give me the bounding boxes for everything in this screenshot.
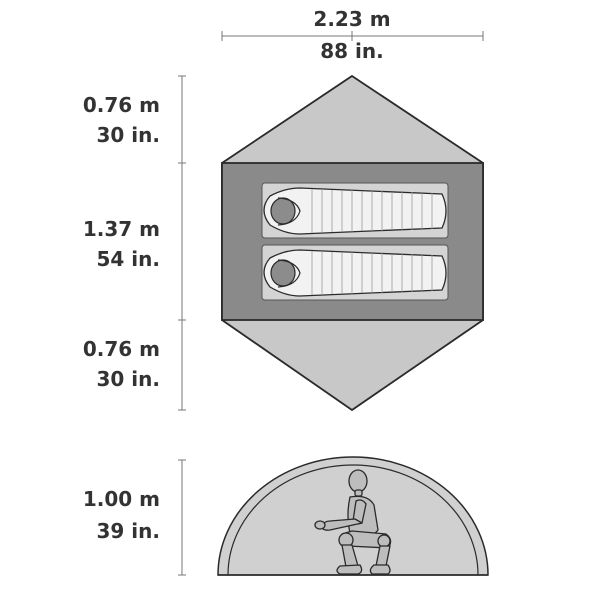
tent-floor-plan: [221, 74, 484, 412]
vestibule-top-imperial-label: 30 in.: [97, 123, 161, 147]
vestibule-top-metric-label: 0.76 m: [83, 93, 160, 117]
figure-neck: [354, 489, 363, 497]
sleeping-bag-hood: [277, 259, 301, 288]
sleeper-head: [270, 259, 296, 287]
floor-depth-imperial-label: 54 in.: [97, 247, 161, 271]
sleeping-bag-hood: [277, 197, 301, 226]
sleeping-bag-baffles: [311, 189, 433, 233]
vestibule-bottom-imperial-label: 30 in.: [97, 367, 161, 391]
sleeping-bag-baffles: [311, 251, 433, 295]
width-imperial-label: 88 in.: [320, 39, 384, 63]
figure-foot: [369, 564, 391, 575]
sleeping-bag-body: [263, 187, 447, 235]
sleeping-bag: [263, 187, 447, 235]
sleeper-head: [270, 197, 296, 225]
sleeping-bag-body: [263, 249, 447, 297]
figure-head: [348, 469, 368, 493]
width-dimension: 2.23 m 88 in.: [221, 7, 484, 63]
figure-hand: [314, 520, 326, 530]
vestibule-bottom-metric-label: 0.76 m: [83, 337, 160, 361]
height-imperial-label: 39 in.: [97, 519, 161, 543]
floor-depth-metric-label: 1.37 m: [83, 217, 160, 241]
sleeping-bag: [263, 249, 447, 297]
figure-knee: [377, 534, 391, 548]
height-metric-label: 1.00 m: [83, 487, 160, 511]
depth-dimension-line: [178, 75, 186, 411]
tent-dome-inner: [227, 464, 479, 576]
figure-foot: [336, 564, 363, 575]
width-metric-label: 2.23 m: [313, 7, 390, 31]
seated-person-figure: [314, 469, 392, 575]
height-dimension: 1.00 m 39 in.: [83, 459, 186, 576]
